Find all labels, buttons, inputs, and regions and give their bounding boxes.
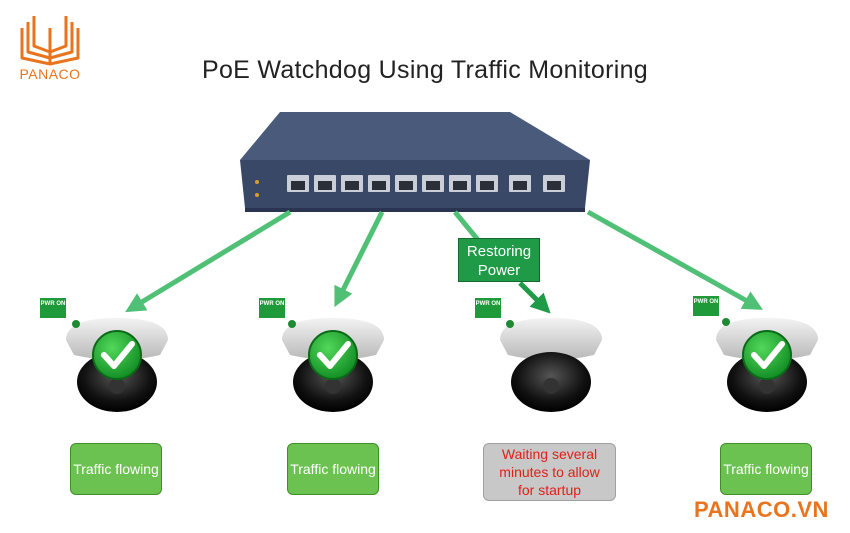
status-box-2: Traffic flowing bbox=[287, 443, 379, 495]
status-led-1 bbox=[72, 320, 80, 328]
check-icon bbox=[92, 330, 142, 380]
pwr-on-badge: PWR ON bbox=[693, 296, 719, 316]
brand-footer: PANACO.VN bbox=[694, 497, 829, 522]
poe-switch bbox=[240, 112, 590, 212]
page-title: PoE Watchdog Using Traffic Monitoring bbox=[201, 56, 649, 84]
status-led-3 bbox=[506, 320, 514, 328]
open-book-icon bbox=[20, 16, 80, 66]
status-box-1: Traffic flowing bbox=[70, 443, 162, 495]
pwr-on-badge: PWR ON bbox=[259, 298, 285, 318]
logo-text: PANACO bbox=[19, 66, 81, 82]
check-icon bbox=[742, 330, 792, 380]
pwr-on-badge: PWR ON bbox=[40, 298, 66, 318]
arrow-to-camera-3 bbox=[518, 281, 551, 314]
status-led-2 bbox=[288, 320, 296, 328]
camera-3 bbox=[500, 318, 602, 412]
arrow-to-camera-4 bbox=[586, 209, 763, 310]
arrow-to-camera-2 bbox=[334, 210, 385, 308]
restoring-power-label: Restoring Power bbox=[458, 238, 540, 282]
status-box-3: Waiting several minutes to allow for sta… bbox=[483, 443, 616, 501]
arrow-to-restoring bbox=[453, 210, 480, 242]
status-led-4 bbox=[722, 318, 730, 326]
pwr-on-badge: PWR ON bbox=[475, 298, 501, 318]
status-box-4: Traffic flowing bbox=[720, 443, 812, 495]
check-icon bbox=[308, 330, 358, 380]
arrow-to-camera-1 bbox=[125, 209, 292, 313]
